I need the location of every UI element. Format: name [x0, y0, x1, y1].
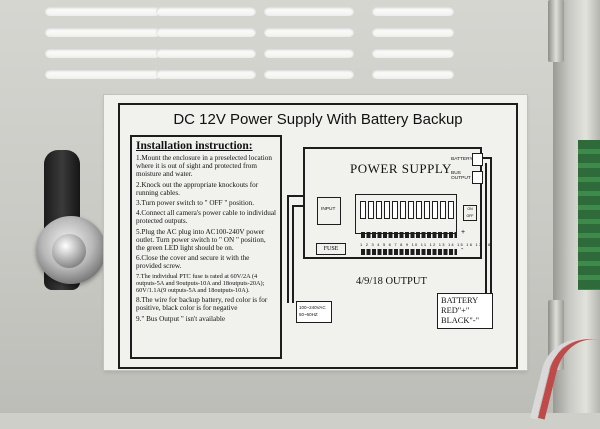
vent-slot [156, 28, 256, 37]
ac-wire [287, 195, 289, 303]
ptc-fuse [408, 201, 414, 219]
ptc-fuse [416, 201, 422, 219]
vent-slot [156, 49, 256, 58]
battery-box: BATTERY RED"+" BLACK"-" [437, 293, 493, 329]
ptc-fuse [384, 201, 390, 219]
vent-slot [156, 7, 256, 16]
ptc-fuse [376, 201, 382, 219]
ptc-fuse [424, 201, 430, 219]
door-hinge [548, 0, 564, 62]
vent-slot [264, 70, 354, 79]
power-switch: ON OFF [463, 205, 477, 221]
installation-instructions: Installation instruction: 1.Mount the en… [130, 135, 282, 359]
input-label: INPUT [321, 207, 336, 212]
ptc-fuse [448, 201, 454, 219]
lock-nut-icon [52, 234, 86, 268]
output-fuse-strip [355, 194, 457, 234]
battery-wire [490, 157, 492, 297]
output-count-label: 4/9/18 OUTPUT [356, 276, 427, 287]
door-hinge [548, 300, 564, 370]
ptc-fuse [432, 201, 438, 219]
vent-slot [156, 70, 256, 79]
instruction-step-9: 9." Bus Output " isn't available [136, 314, 226, 323]
vent-slot [264, 49, 354, 58]
negative-sign: - [461, 246, 464, 253]
main-fuse: FUSE [316, 243, 346, 255]
vent-slot [45, 28, 160, 37]
vent-slot [264, 28, 354, 37]
battery-black-wire: BLACK"-" [441, 316, 480, 325]
instruction-step-5: 5.Plug the AC plug into AC100-240V power… [136, 227, 266, 253]
ptc-fuse [392, 201, 398, 219]
vent-slot [45, 7, 160, 16]
power-supply-title: POWER SUPPLY [350, 161, 452, 176]
ptc-fuse [368, 201, 374, 219]
circuit-board [578, 140, 600, 290]
negative-terminal-row [361, 249, 457, 255]
ptc-fuse [400, 201, 406, 219]
instruction-step-6: 6.Close the cover and secure it with the… [136, 254, 250, 271]
ptc-fuse [360, 201, 366, 219]
ac-wire [287, 195, 305, 197]
battery-red-wire: RED"+" [441, 306, 470, 315]
bus-output-connector [472, 171, 483, 184]
instruction-step-4: 4.Connect all camera's power cable to in… [136, 209, 277, 226]
ac-input-box: 100~240VAC 50~60HZ [296, 301, 332, 323]
label-title: DC 12V Power Supply With Battery Backup [173, 111, 463, 128]
label-frame: DC 12V Power Supply With Battery Backup … [118, 103, 518, 369]
battery-port-label: BATTERY [451, 157, 473, 162]
power-supply-diagram: POWER SUPPLY BATTERY BUS OUTPUT INPUT [303, 147, 490, 259]
output-numbers: 1 2 3 4 5 6 7 8 9 10 11 12 13 14 15 16 1… [360, 242, 492, 247]
ac-frequency: 50~60HZ [299, 311, 318, 317]
bus-output-label: BUS OUTPUT [451, 171, 471, 181]
battery-connector [472, 153, 483, 166]
instruction-step-3: 3.Turn power switch to " OFF " position. [136, 199, 255, 208]
vent-slot [372, 49, 454, 58]
instruction-step-7: 7.The individual PTC fuse is rated at 60… [136, 272, 265, 295]
switch-off-label: OFF [466, 214, 474, 218]
ac-voltage: 100~240VAC [299, 305, 326, 310]
vent-slot [372, 28, 454, 37]
ptc-fuse [440, 201, 446, 219]
battery-wire [483, 157, 491, 159]
battery-wire [485, 163, 487, 297]
positive-sign: + [461, 229, 466, 236]
vent-slot [264, 7, 354, 16]
instructions-heading: Installation instruction: [136, 140, 253, 152]
vent-slot [45, 70, 160, 79]
vent-slot [372, 7, 454, 16]
battery-title: BATTERY [441, 296, 479, 305]
input-terminal: INPUT [317, 197, 341, 225]
vent-slot [45, 49, 160, 58]
ac-wire [292, 205, 294, 303]
instruction-step-8: 8.The wire for backup battery, red color… [136, 296, 268, 313]
ac-wire [292, 205, 305, 207]
switch-on-label: ON [467, 207, 473, 211]
vent-slot [372, 70, 454, 79]
instruction-step-2: 2.Knock out the appropriate knockouts fo… [136, 180, 259, 197]
positive-terminal-row [361, 232, 457, 238]
instruction-label: DC 12V Power Supply With Battery Backup … [104, 95, 527, 370]
instruction-step-1: 1.Mount the enclosure in a preselected l… [136, 154, 272, 179]
